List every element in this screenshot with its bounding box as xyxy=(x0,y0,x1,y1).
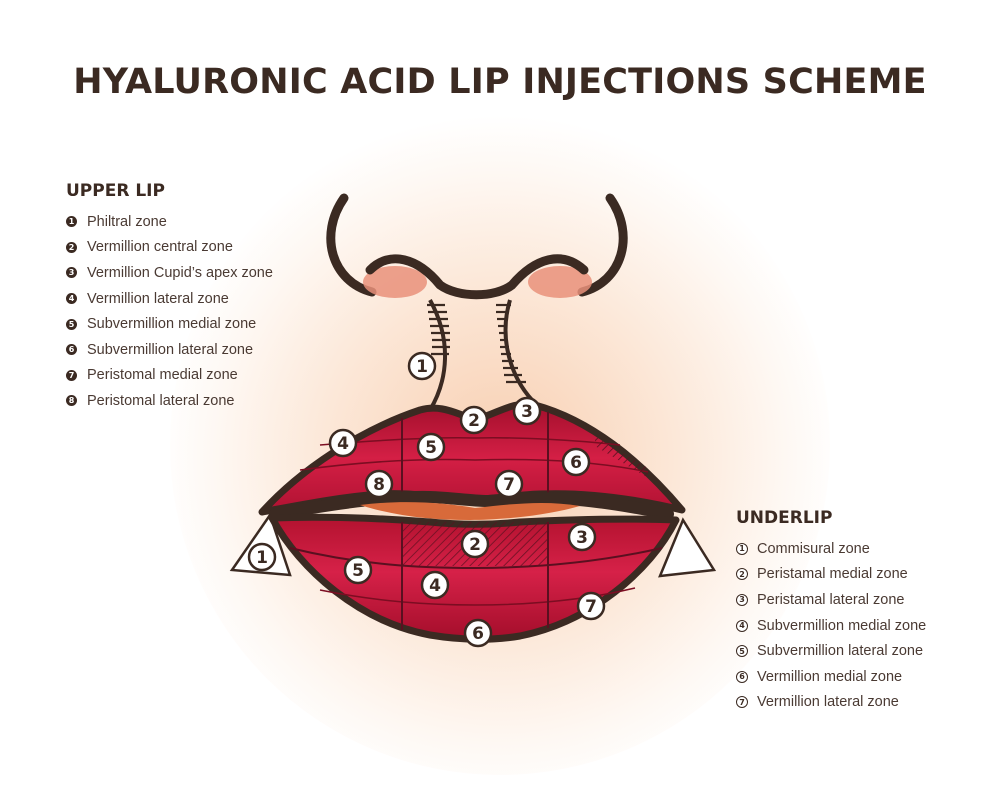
legend-label: Subvermillion medial zone xyxy=(757,617,927,634)
number-badge: 5 xyxy=(736,645,748,658)
number-badge: 5 xyxy=(66,318,77,330)
nose xyxy=(326,193,628,300)
number-badge: 2 xyxy=(66,241,77,253)
legend-label: Subvermillion lateral zone xyxy=(87,341,254,358)
lower-marker-5: 5 xyxy=(343,555,373,585)
number-badge: 7 xyxy=(736,696,748,709)
list-item: 1 Philtral zone xyxy=(66,209,273,235)
upper-marker-7: 7 xyxy=(494,469,524,499)
list-item: 6 Vermillion medial zone xyxy=(736,664,926,690)
svg-text:6: 6 xyxy=(570,453,582,473)
svg-text:2: 2 xyxy=(468,411,480,431)
number-badge: 3 xyxy=(736,593,748,606)
lower-marker-7: 7 xyxy=(576,591,606,621)
number-badge: 7 xyxy=(66,369,77,381)
underlip-legend: UNDERLIP 1 Commisural zone 2 Peristamal me… xyxy=(736,508,926,715)
svg-text:8: 8 xyxy=(373,475,385,495)
legend-label: Vermillion central zone xyxy=(87,239,233,256)
upper-marker-5: 5 xyxy=(416,432,446,462)
number-badge: 8 xyxy=(66,395,77,407)
svg-text:3: 3 xyxy=(576,528,588,548)
lower-markers: 1 2 3 4 5 6 7 xyxy=(247,522,606,648)
upper-marker-3: 3 xyxy=(512,396,542,426)
svg-text:5: 5 xyxy=(425,438,437,458)
lower-marker-1: 1 xyxy=(247,542,277,572)
svg-text:7: 7 xyxy=(585,597,597,617)
number-badge: 4 xyxy=(66,293,77,305)
legend-label: Subvermillion medial zone xyxy=(87,316,257,333)
underlip-list: 1 Commisural zone 2 Peristamal medial zone… xyxy=(736,536,926,715)
list-item: 8 Peristomal lateral zone xyxy=(66,388,273,414)
philtrum xyxy=(427,299,534,412)
legend-label: Commisural zone xyxy=(757,540,870,557)
legend-label: Peristomal lateral zone xyxy=(87,392,235,409)
legend-label: Subvermillion lateral zone xyxy=(757,643,924,660)
upper-markers: 1 2 3 4 5 6 7 8 xyxy=(328,351,591,499)
legend-label: Vermillion lateral zone xyxy=(757,694,899,711)
list-item: 5 Subvermillion medial zone xyxy=(66,311,273,337)
svg-text:1: 1 xyxy=(256,548,268,568)
upper-marker-6: 6 xyxy=(561,447,591,477)
list-item: 2 Peristamal medial zone xyxy=(736,562,926,588)
number-badge: 1 xyxy=(736,542,748,555)
list-item: 7 Vermillion lateral zone xyxy=(736,690,926,716)
upper-marker-2: 2 xyxy=(459,405,489,435)
lower-marker-3: 3 xyxy=(567,522,597,552)
svg-text:4: 4 xyxy=(337,434,349,454)
upper-marker-8: 8 xyxy=(364,469,394,499)
number-badge: 3 xyxy=(66,267,77,279)
list-item: 6 Subvermillion lateral zone xyxy=(66,337,273,363)
number-badge: 2 xyxy=(736,568,748,581)
legend-label: Peristamal medial zone xyxy=(757,566,908,583)
mouth-line xyxy=(269,490,674,520)
svg-text:2: 2 xyxy=(469,535,481,555)
number-badge: 1 xyxy=(66,216,77,228)
svg-text:3: 3 xyxy=(521,402,533,422)
legend-label: Vermillion Cupid’s apex zone xyxy=(87,264,273,281)
upper-marker-4: 4 xyxy=(328,428,358,458)
number-badge: 6 xyxy=(66,344,77,356)
svg-text:5: 5 xyxy=(352,561,364,581)
list-item: 3 Peristamal lateral zone xyxy=(736,587,926,613)
number-badge: 6 xyxy=(736,670,748,683)
page-title: HYALURONIC ACID LIP INJECTIONS SCHEME xyxy=(73,62,927,102)
legend-label: Vermillion medial zone xyxy=(757,668,903,685)
legend-label: Peristomal medial zone xyxy=(87,367,238,384)
svg-text:6: 6 xyxy=(472,624,484,644)
upper-lip-heading: UPPER LIP xyxy=(66,181,165,201)
svg-text:4: 4 xyxy=(429,576,441,596)
list-item: 3 Vermillion Cupid’s apex zone xyxy=(66,260,273,286)
lower-marker-6: 6 xyxy=(463,618,493,648)
list-item: 7 Peristomal medial zone xyxy=(66,363,273,389)
svg-text:1: 1 xyxy=(416,357,428,377)
lower-marker-2: 2 xyxy=(460,529,490,559)
legend-label: Vermillion lateral zone xyxy=(87,290,229,307)
list-item: 5 Subvermillion lateral zone xyxy=(736,638,926,664)
list-item: 4 Vermillion lateral zone xyxy=(66,286,273,312)
upper-marker-1: 1 xyxy=(407,351,437,381)
number-badge: 4 xyxy=(736,619,748,632)
list-item: 1 Commisural zone xyxy=(736,536,926,562)
list-item: 4 Subvermillion medial zone xyxy=(736,613,926,639)
lower-marker-4: 4 xyxy=(420,570,450,600)
underlip-heading: UNDERLIP xyxy=(736,508,833,528)
list-item: 2 Vermillion central zone xyxy=(66,235,273,261)
upper-lip-legend: UPPER LIP 1 Philtral zone 2 Vermillion cen… xyxy=(66,181,273,414)
legend-label: Philtral zone xyxy=(87,213,167,230)
svg-text:7: 7 xyxy=(503,475,515,495)
legend-label: Peristamal lateral zone xyxy=(757,591,905,608)
